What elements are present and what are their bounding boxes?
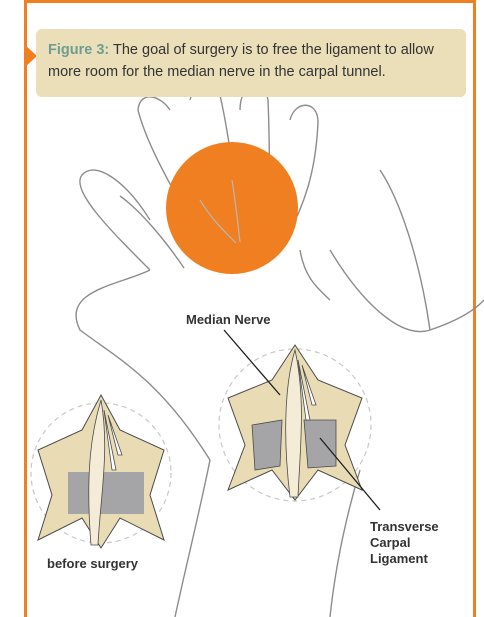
before-surgery-label: before surgery xyxy=(47,556,138,571)
tunnel-highlight-circle xyxy=(166,142,298,274)
figure-caption: Figure 3: The goal of surgery is to free… xyxy=(36,29,466,97)
ligament-label-line-3: Ligament xyxy=(370,551,428,566)
ligament-label-line-1: Transverse xyxy=(370,519,439,534)
ligament-label-line-2: Carpal xyxy=(370,535,410,550)
before-surgery-section xyxy=(31,395,171,548)
after-surgery-section xyxy=(219,345,371,501)
hand-outline xyxy=(76,81,484,617)
caption-label: Figure 3: xyxy=(48,42,109,58)
median-nerve-label: Median Nerve xyxy=(186,312,271,327)
